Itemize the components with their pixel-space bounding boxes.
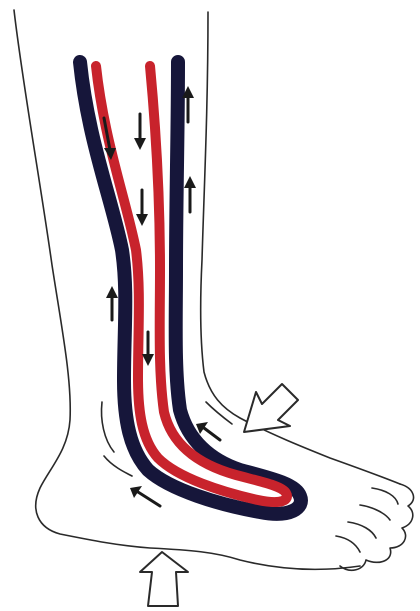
deep-vein-vessel <box>80 62 301 514</box>
flow-arrow-up <box>130 486 160 506</box>
hollow-arrow-icon <box>244 384 298 432</box>
ankle-crease-mid <box>104 456 132 476</box>
toenail-lines <box>336 488 398 552</box>
leg-front-contour <box>201 12 400 484</box>
flow-arrow-down <box>142 332 154 366</box>
hollow-arrow-icon <box>140 552 188 606</box>
flow-arrow-up <box>184 176 196 212</box>
ankle-crease-left <box>102 402 115 452</box>
flow-arrow-up <box>106 286 118 320</box>
ankle-crease-right <box>206 402 232 424</box>
flow-arrow-down <box>136 190 148 226</box>
pressure-arrow-dorsum <box>244 384 298 432</box>
pressure-arrow-sole <box>140 552 188 606</box>
flow-arrow-down <box>134 114 146 150</box>
toes-contour <box>340 484 414 570</box>
